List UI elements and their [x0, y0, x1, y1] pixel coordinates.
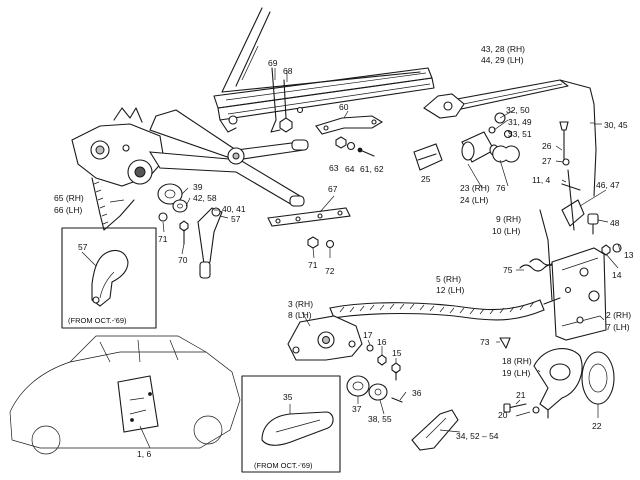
bracket-60: [315, 115, 384, 135]
clip-25: [413, 143, 443, 171]
inside-handle-34: [411, 409, 459, 451]
screw-69-68: [270, 67, 293, 133]
label-61-62: 61, 62: [360, 164, 384, 174]
rod-assembly-43: [423, 79, 597, 197]
label-33-51: 33, 51: [508, 129, 532, 139]
rod-9-10: [539, 209, 553, 301]
glass-channel: [213, 67, 435, 133]
window-regulator: [71, 107, 309, 231]
screws-20-21: [503, 403, 540, 414]
label-72: 72: [325, 266, 335, 276]
outside-handle-18-19: [533, 348, 583, 419]
label-25: 25: [421, 174, 431, 184]
label-34-52-54: 34, 52 – 54: [456, 431, 499, 441]
label-36: 36: [412, 388, 422, 398]
label-15: 15: [392, 348, 402, 358]
part-labels: 43, 28 (RH) 44, 29 (LH) 69 68 60 32, 50 …: [54, 44, 634, 470]
spring-75: [519, 258, 557, 272]
screws-71-70: [158, 212, 189, 245]
label-37: 37: [352, 404, 362, 414]
key-cylinder-23: [461, 131, 520, 163]
label-10-lh: 10 (LH): [492, 226, 521, 236]
label-66-lh: 66 (LH): [54, 205, 83, 215]
label-12-lh: 12 (LH): [436, 285, 465, 295]
small-parts-46-48: [561, 199, 622, 256]
label-13: 13: [624, 250, 634, 260]
label-65-rh: 65 (RH): [54, 193, 84, 203]
label-23-rh: 23 (RH): [460, 183, 490, 193]
label-42-58: 42, 58: [193, 193, 217, 203]
inset-crank-box: [61, 227, 157, 329]
label-76: 76: [496, 183, 506, 193]
label-27: 27: [542, 156, 552, 166]
label-7-lh: 7 (LH): [606, 322, 630, 332]
inset-handle-box: [241, 375, 341, 473]
label-21: 21: [516, 390, 526, 400]
label-39: 39: [193, 182, 203, 192]
label-38-55: 38, 55: [368, 414, 392, 424]
escutcheon-37-38: [346, 375, 403, 403]
label-48: 48: [610, 218, 620, 228]
label-9-rh: 9 (RH): [496, 214, 521, 224]
label-1-6: 1, 6: [137, 449, 151, 459]
pin-26-27: [559, 121, 581, 231]
label-18-rh: 18 (RH): [502, 356, 532, 366]
clip-73: [499, 337, 511, 349]
label-60: 60: [339, 102, 349, 112]
label-16: 16: [377, 337, 387, 347]
window-crank-57: [197, 207, 223, 279]
label-71-center: 71: [308, 260, 318, 270]
label-5-rh: 5 (RH): [436, 274, 461, 284]
label-22: 22: [592, 421, 602, 431]
door-glass: [221, 7, 421, 93]
label-71-left: 71: [158, 234, 168, 244]
label-57-inset: 57: [78, 242, 88, 252]
leader-lines: [81, 68, 621, 449]
label-32-50: 32, 50: [506, 105, 530, 115]
label-8-lh: 8 (LH): [288, 310, 312, 320]
label-24-lh: 24 (LH): [460, 195, 489, 205]
label-20: 20: [498, 410, 508, 420]
door-lock-2-7: [551, 247, 607, 341]
label-57-center: 57: [231, 214, 241, 224]
link-67: [267, 207, 351, 249]
label-69: 69: [268, 58, 278, 68]
inset-left-caption: (FROM OCT.-'69): [68, 316, 127, 325]
label-43-28: 43, 28 (RH): [481, 44, 525, 54]
remote-cable-5-12: [329, 297, 561, 321]
label-67: 67: [328, 184, 338, 194]
label-64: 64: [345, 164, 355, 174]
label-70: 70: [178, 255, 188, 265]
remote-control-3-8: [287, 315, 363, 361]
label-63: 63: [329, 163, 339, 173]
label-3-rh: 3 (RH): [288, 299, 313, 309]
label-73: 73: [480, 337, 490, 347]
label-46-47: 46, 47: [596, 180, 620, 190]
label-44-29: 44, 29 (LH): [481, 55, 524, 65]
label-75: 75: [503, 265, 513, 275]
label-2-rh: 2 (RH): [606, 310, 631, 320]
inset-center-caption: (FROM OCT.-'69): [254, 461, 313, 470]
label-35: 35: [283, 392, 293, 402]
label-11-4: 11, 4: [532, 175, 551, 185]
washers-39-42: [157, 183, 188, 213]
label-26: 26: [542, 141, 552, 151]
escutcheon-22: [581, 351, 615, 405]
label-31-49: 31, 49: [508, 117, 532, 127]
label-17: 17: [363, 330, 373, 340]
label-19-lh: 19 (LH): [502, 368, 531, 378]
label-14: 14: [612, 270, 622, 280]
fasteners-63-64: [335, 136, 375, 157]
label-68: 68: [283, 66, 293, 76]
label-30-45: 30, 45: [604, 120, 628, 130]
label-40-41: 40, 41: [222, 204, 246, 214]
car-outline: [9, 335, 241, 455]
